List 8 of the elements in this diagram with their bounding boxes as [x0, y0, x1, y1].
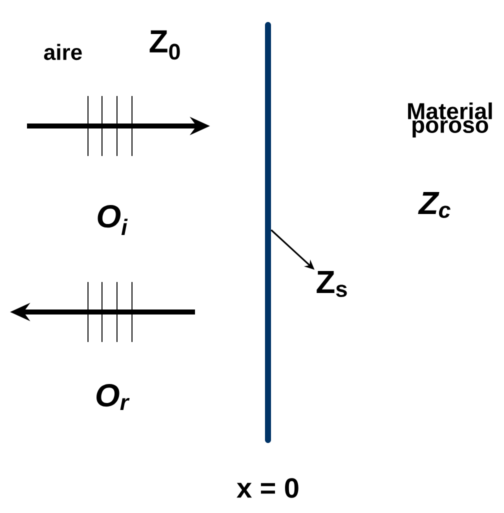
position-label: x = 0 [236, 478, 298, 498]
material-label: Material poroso [408, 102, 492, 138]
impedance-symbol: Z$_{0}$ [150, 30, 180, 60]
medium-label: aire [44, 44, 82, 60]
impedance-symbol: Z$_{s}$ [316, 271, 347, 297]
wave-label: O$_{i}$ [98, 205, 128, 235]
wave-label: O$_{r}$ [96, 384, 130, 410]
impedance-symbol: Z$_{c}$ [418, 192, 450, 218]
